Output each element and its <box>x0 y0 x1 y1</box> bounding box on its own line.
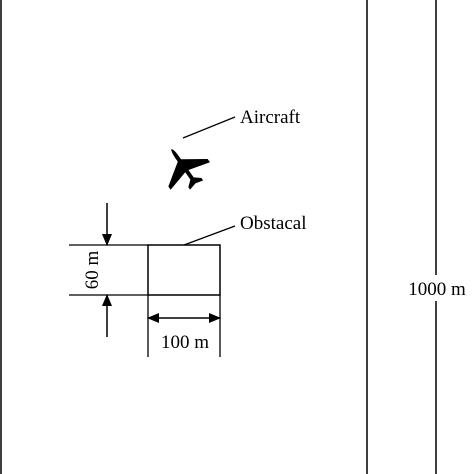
obstacle-box <box>147 244 221 296</box>
obstacle-label: Obstacal <box>240 213 306 234</box>
aircraft-leader-line <box>182 116 236 139</box>
airplane-icon <box>168 148 210 190</box>
obstacle-height-label: 60 m <box>82 251 103 290</box>
aircraft-label: Aircraft <box>240 107 301 128</box>
obstacle-leader-line <box>183 225 236 246</box>
field-length-label-bg <box>403 275 471 301</box>
obstacle-width-label: 100 m <box>161 332 209 353</box>
field-length-label: 1000 m <box>408 279 466 300</box>
